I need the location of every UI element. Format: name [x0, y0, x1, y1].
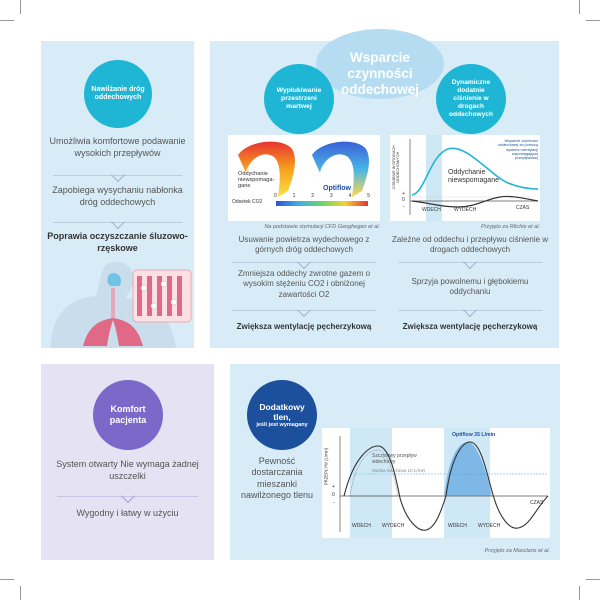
flow-caption: Przyjęto za Masclans et al. — [484, 548, 550, 554]
dead-space-heading: Wypłukiwanie przestrzeni martwej — [264, 64, 334, 134]
patient-comfort-text-1: System otwarty Nie wymaga żadnej uszczel… — [56, 459, 199, 481]
dead-space-text-1: Usuwanie powietrza wydechowego z górnych… — [238, 235, 370, 255]
patient-comfort-heading: Komfort pacjenta — [93, 380, 163, 450]
breathing-support-title: Wsparcie czynności oddechowej — [340, 50, 419, 98]
divider-chevron — [110, 214, 126, 230]
flow-annotation-optiflow: Optiflow 35 L/min — [452, 432, 496, 438]
supplemental-oxygen-panel: Dodatkowy tlen, jeśli jest wymagany Pewn… — [230, 364, 560, 560]
pressure-ylabel: CIŚNIENIE W DROGACH ODDECHOWYCH — [391, 145, 400, 190]
pressure-annotation-optiflow: Wsparcie czynności oddechowej za pomocą … — [498, 139, 538, 161]
divider — [57, 496, 198, 497]
patient-comfort-text-2: Wygodny i łatwy w użyciu — [76, 508, 179, 518]
divider-chevron — [462, 254, 478, 270]
humidification-heading: Nawilżanie dróg oddechowych — [84, 60, 152, 128]
flow-label-time: CZAS — [530, 500, 544, 506]
cfd-simulation-image: Oddychanie niewspomaga- gane Optiflow Od… — [228, 135, 380, 221]
patient-comfort-panel: Komfort pacjenta System otwarty Nie wyma… — [41, 364, 214, 560]
breathing-support-panel: Wsparcie czynności oddechowej Wypłukiwan… — [210, 29, 559, 348]
pressure-zero: 0 — [402, 197, 405, 203]
supplemental-oxygen-heading: Dodatkowy tlen, jeśli jest wymagany — [247, 380, 317, 450]
crop-mark — [579, 0, 580, 14]
flow-label-inhale: WDECH — [352, 523, 371, 529]
flow-minus: - — [333, 500, 335, 506]
cfd-scale-label: Odsetek CO2 — [232, 199, 263, 205]
flow-graph — [339, 428, 549, 538]
divider — [398, 310, 542, 311]
flow-label-inhale: WDECH — [448, 523, 467, 529]
crop-mark — [586, 20, 600, 21]
flow-zero: 0 — [332, 492, 335, 498]
flow-ylabel: PRZEPŁYW (L/min) — [323, 447, 329, 486]
crop-mark — [20, 586, 21, 600]
pressure-label-inhale: WDECH — [422, 207, 441, 213]
cfd-scale-ticks: 0 1 2 3 4 5 — [274, 193, 370, 199]
cfd-scale-tick: 4 — [348, 193, 352, 199]
flow-plus: + — [332, 484, 335, 490]
humidification-text-2: Zapobiega wysychaniu nabłonka dróg oddec… — [52, 185, 183, 207]
pressure-plus: + — [402, 191, 405, 197]
crop-mark — [20, 0, 21, 14]
pressure-label-exhale: WYDECH — [454, 207, 477, 213]
humidification-panel: Nawilżanie dróg oddechowych Umożliwia ko… — [41, 41, 194, 348]
cfd-scale-tick: 0 — [274, 193, 277, 199]
airway-pressure-graph — [409, 135, 539, 221]
cfd-label-optiflow: Optiflow — [322, 185, 352, 192]
divider — [53, 175, 182, 176]
flow-annotation-peak: Szczytowy przepływ wdechowy — [372, 453, 417, 465]
pressure-annotation-unassisted: Oddychanie niewspomagane — [448, 169, 499, 184]
cfd-scale-tick: 5 — [367, 193, 370, 199]
divider — [53, 222, 182, 223]
divider-chevron — [296, 302, 312, 318]
flow-annotation-mask: Maska twarzowa 10 L/min — [372, 468, 426, 473]
divider-chevron — [110, 167, 126, 183]
crop-mark — [579, 586, 580, 600]
pressure-text-1: Zależne od oddechu i przepływu ciśnienie… — [391, 235, 549, 255]
cfd-scale-tick: 3 — [329, 193, 333, 199]
pressure-label-time: CZAS — [516, 205, 530, 211]
positive-pressure-heading: Dynamiczne dodatnie ciśnienie w drogach … — [436, 64, 506, 134]
supplemental-oxygen-text: Pewność dostarczania mieszanki nawilżone… — [240, 456, 314, 500]
dead-space-text-3: Zwiększa wentylację pęcherzykową — [236, 322, 372, 331]
divider-chevron — [120, 488, 136, 504]
divider — [398, 262, 542, 263]
flow-label-exhale: WYDECH — [382, 523, 405, 529]
pressure-text-2: Sprzyja powolnemu i głębokiemu oddychani… — [411, 277, 529, 297]
cfd-scale-tick: 1 — [292, 193, 296, 199]
airway-pressure-chart: CIŚNIENIE W DROGACH ODDECHOWYCH + 0 - Ws… — [390, 135, 540, 221]
humidification-text-1: Umożliwia komfortowe podawanie wysokich … — [49, 136, 186, 158]
divider-chevron — [296, 254, 312, 270]
title-ellipse — [316, 29, 444, 99]
divider — [232, 262, 376, 263]
crop-mark — [0, 20, 14, 21]
cfd-graphic — [238, 141, 369, 206]
lungs-illustration — [51, 261, 192, 348]
pressure-minus: - — [403, 204, 405, 210]
divider-chevron — [462, 302, 478, 318]
cfd-caption: Na podstawie stymulacji CFD Geoghegan et… — [264, 224, 380, 230]
oxygen-heading-main: Dodatkowy tlen, — [259, 401, 305, 422]
cfd-scale-tick: 2 — [311, 193, 315, 199]
flow-chart: PRZEPŁYW (L/min) + 0 - Szczytowy przepły… — [322, 428, 550, 538]
cfd-label-unassisted: Oddychanie niewspomaga- gane — [238, 171, 276, 189]
crop-mark — [586, 579, 600, 580]
pressure-text-3: Zwiększa wentylację pęcherzykową — [402, 322, 538, 331]
pressure-caption: Przyjęto za Ritchie et al. — [481, 224, 540, 230]
dead-space-text-2: Zmniejsza oddechy zwrotne gazem o wysoki… — [237, 269, 371, 299]
divider — [232, 310, 376, 311]
flow-label-exhale: WYDECH — [478, 523, 501, 529]
crop-mark — [0, 579, 14, 580]
oxygen-heading-sub: jeśli jest wymagany — [256, 421, 308, 428]
humidification-text-3: Poprawia oczyszczanie śluzowo-rzęskowe — [47, 231, 188, 253]
